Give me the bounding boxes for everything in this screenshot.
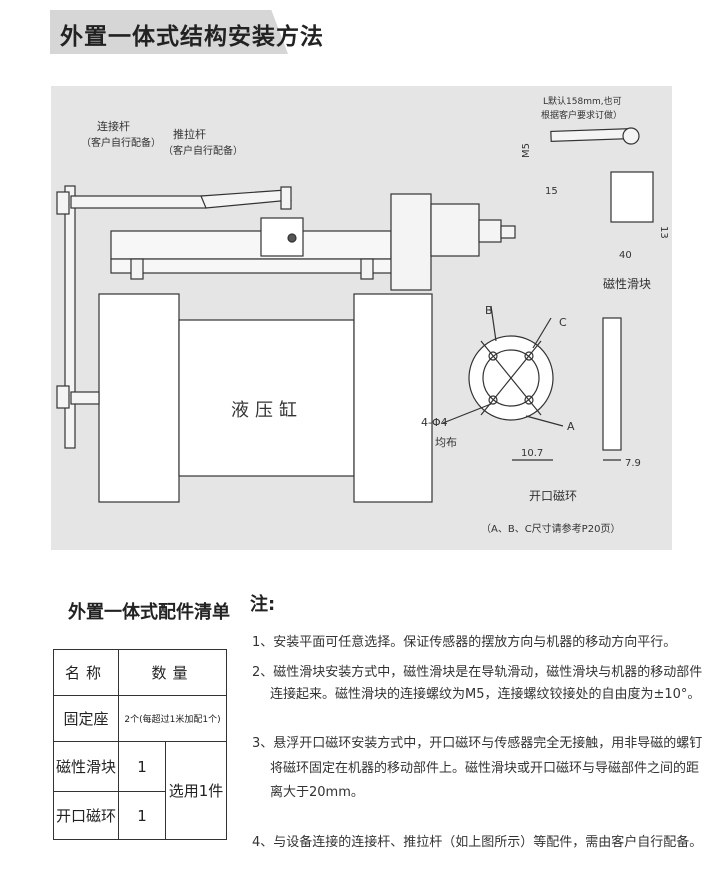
dim-40: 40 [619,250,632,261]
table-row-name: 固定座 [53,695,119,742]
note-line: 3、悬浮开口磁环安装方式中，开口磁环与传感器完全无接触，用非导磁的螺钉 [252,736,703,751]
slider-length-note: L默认158mm,也可 [543,95,622,107]
magnetic-slider-body [260,217,304,257]
sensor-tube [110,230,392,260]
holes-note: 均布 [435,436,457,449]
note-line: 1、安装平面可任意选择。保证传感器的摆放方向与机器的移动方向平行。 [252,635,677,650]
table-row-qty: 1 [118,741,166,792]
table-row-name: 磁性滑块 [53,741,119,792]
cylinder-left-cap [98,293,180,503]
table-row-name: 开口磁环 [53,791,119,840]
bottom-bracket [56,385,70,409]
ring-side-view [602,317,622,451]
push-rod [200,189,292,209]
dim-15: 15 [545,186,558,197]
magnetic-slider-label: 磁性滑块 [603,276,651,291]
label-c: C [559,316,567,329]
label-b: B [485,304,493,317]
table-row-qty: 1 [118,791,166,840]
label-a: A [567,420,575,433]
merged-note: 选用1件 [165,741,227,840]
page-title: 外置一体式结构安装方法 [60,24,324,50]
connecting-rod [70,195,207,209]
note-line: 将磁环固定在机器的移动部件上。磁性滑块或开口磁环与导磁部件之间的距 [270,761,700,776]
parts-table: 名称 数量 固定座 2个(每超过1米加配1个) 磁性滑块 1 选用1件 开口磁环… [53,649,227,840]
sensor-head [390,193,432,291]
dim-m5: M5 [521,143,532,158]
note-line: 连接起来。磁性滑块的连接螺纹为M5，连接螺纹铰接处的自由度为±10°。 [270,687,701,702]
note-line: 2、磁性滑块安装方式中，磁性滑块是在导轨滑动，磁性滑块与机器的移动部件 [252,665,703,680]
diagram-svg: 连接杆 （客户自行配备） 推拉杆 （客户自行配备） 液压缸 L默认158mm,也… [56,95,669,535]
header-name: 名称 [53,649,119,696]
table-row-qty: 2个(每超过1米加配1个) [118,695,227,742]
open-ring-note: （A、B、C尺寸请参考P20页） [481,522,620,535]
dim-10-7: 10.7 [521,448,543,459]
cylinder-right-cap [353,293,433,503]
top-bracket [56,191,70,215]
connecting-rod-label: 连接杆 [97,119,130,133]
dim-7-9: 7.9 [625,458,641,469]
installation-diagram: 连接杆 （客户自行配备） 推拉杆 （客户自行配备） 液压缸 L默认158mm,也… [51,86,672,550]
note-line: 4、与设备连接的连接杆、推拉杆（如上图所示）等配件，需由客户自行配备。 [252,835,703,850]
open-ring-label: 开口磁环 [529,488,577,503]
title-banner [50,10,288,54]
parts-list-title: 外置一体式配件清单 [68,602,230,623]
slider-screw [287,233,297,243]
cylinder-label: 液压缸 [231,399,303,421]
guide-rail [110,258,397,274]
piston-rod [70,391,100,405]
header-qty: 数量 [118,649,227,696]
rod-end [280,186,292,210]
slider-detail [610,171,654,223]
connecting-rod-note: （客户自行配备） [81,136,161,149]
holes-label: 4-Φ4 [421,416,448,429]
notes-title: 注: [250,594,276,615]
dim-13: 13 [658,226,669,239]
cylinder-barrel [178,319,355,477]
slider-length-note-2: 根据客户要求订做） [541,109,622,121]
push-rod-label: 推拉杆 [173,127,206,141]
mounting-plate [64,185,76,449]
push-rod-note: （客户自行配备） [163,144,243,157]
note-line: 离大于20mm。 [270,785,364,800]
